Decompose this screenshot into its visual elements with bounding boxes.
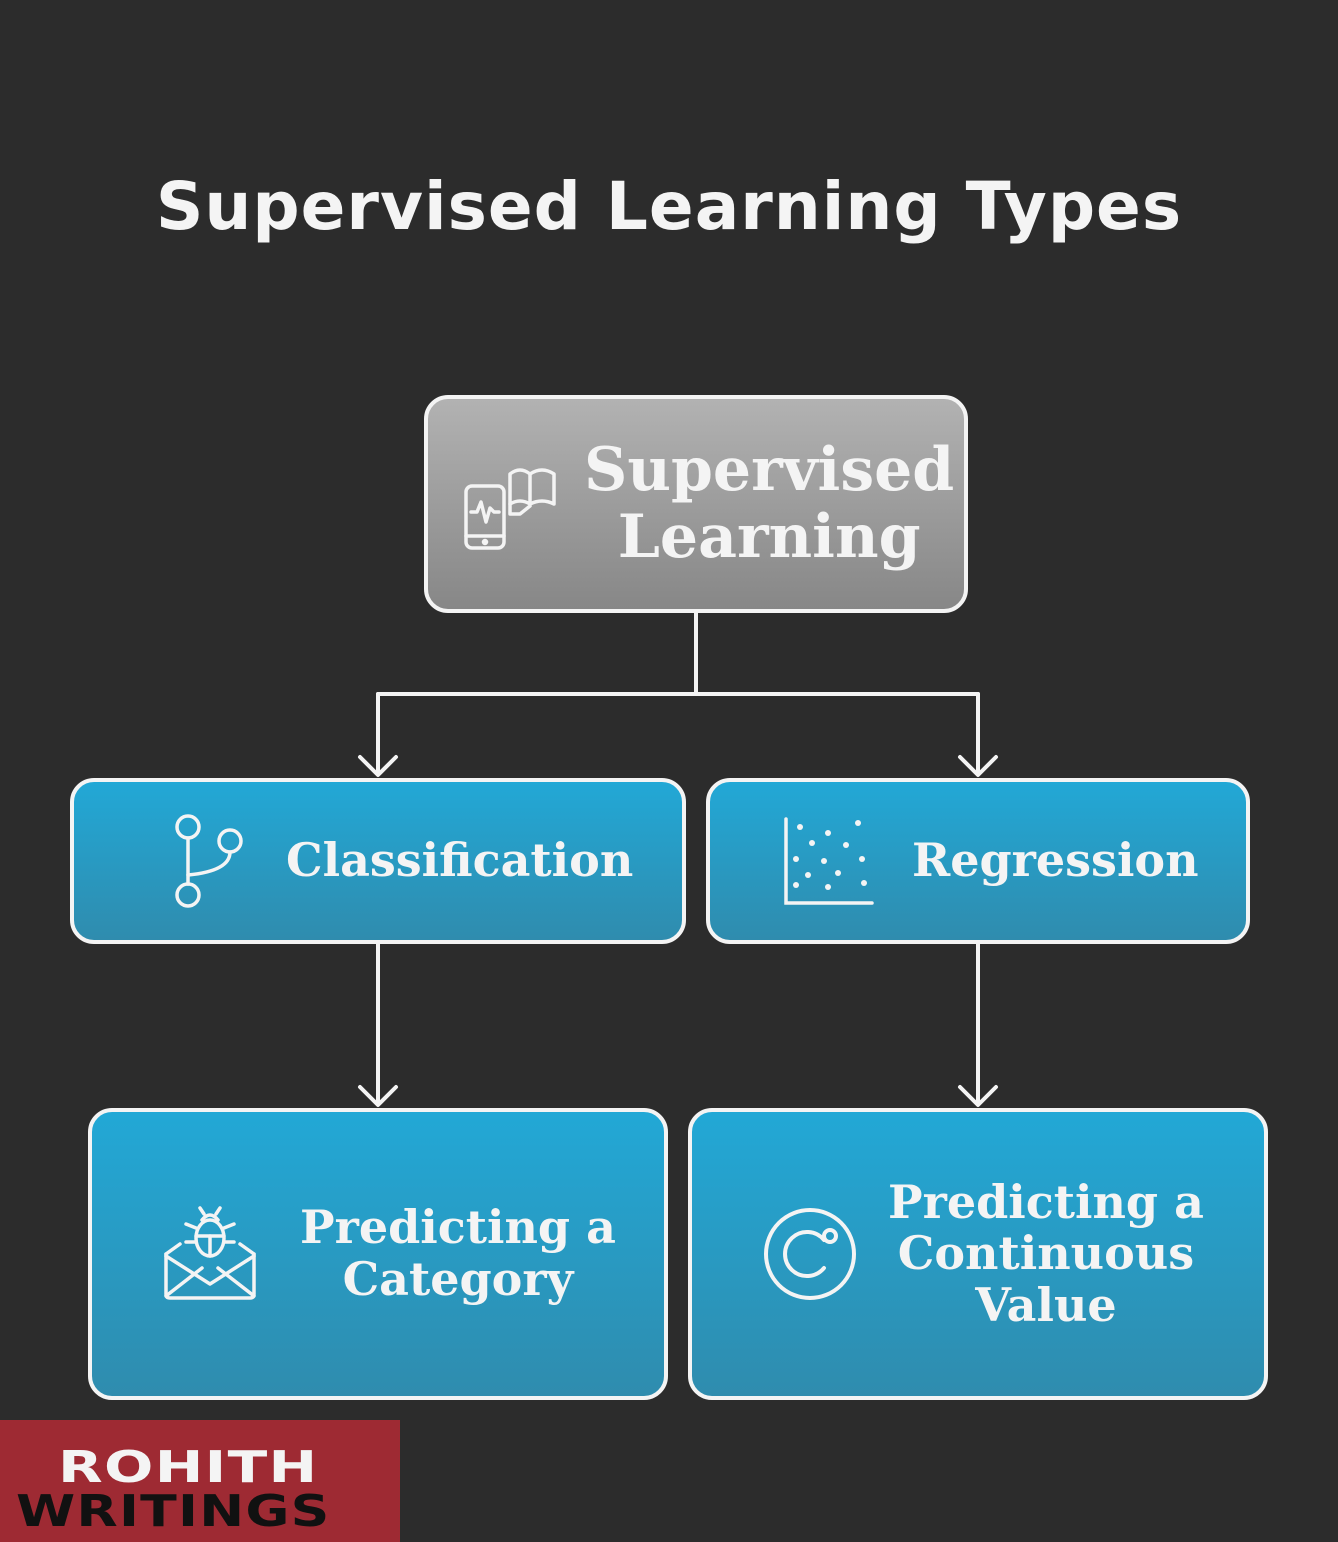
arrowhead-regression [958, 755, 998, 777]
root-label-line2: Learning [617, 502, 921, 572]
logo-line2: WRITINGS [16, 1486, 331, 1537]
arrowhead-category [358, 1085, 398, 1107]
branch-icon [172, 813, 248, 909]
continuous-label-line1: Predicting a [888, 1174, 1204, 1229]
logo-line1: ROHITH [58, 1442, 319, 1493]
circle-c-icon [762, 1206, 858, 1302]
regression-label: Regression [912, 833, 1199, 888]
category-label-line2: Category [342, 1252, 574, 1306]
mobile-book-icon [462, 456, 558, 552]
category-label-line1: Predicting a [300, 1200, 616, 1255]
rohith-writings-logo: ROHITH WRITINGS [0, 1420, 400, 1542]
supervised-learning-node: Supervised Learning [424, 395, 968, 613]
diagram-title: Supervised Learning Types [155, 168, 1183, 245]
predicting-continuous-value-node: Predicting a Continuous Value [688, 1108, 1268, 1400]
classification-label: Classification [286, 833, 634, 888]
predicting-category-node: Predicting a Category [88, 1108, 668, 1400]
continuous-label-line2: Continuous [897, 1226, 1195, 1281]
bug-mail-icon [162, 1206, 258, 1302]
scatter-plot-icon [782, 815, 874, 907]
classification-node: Classification [70, 778, 686, 944]
regression-node: Regression [706, 778, 1250, 944]
root-label-line1: Supervised [584, 434, 955, 505]
arrowhead-continuous [958, 1085, 998, 1107]
arrowhead-classification [358, 755, 398, 777]
continuous-label-line3: Value [975, 1277, 1117, 1332]
